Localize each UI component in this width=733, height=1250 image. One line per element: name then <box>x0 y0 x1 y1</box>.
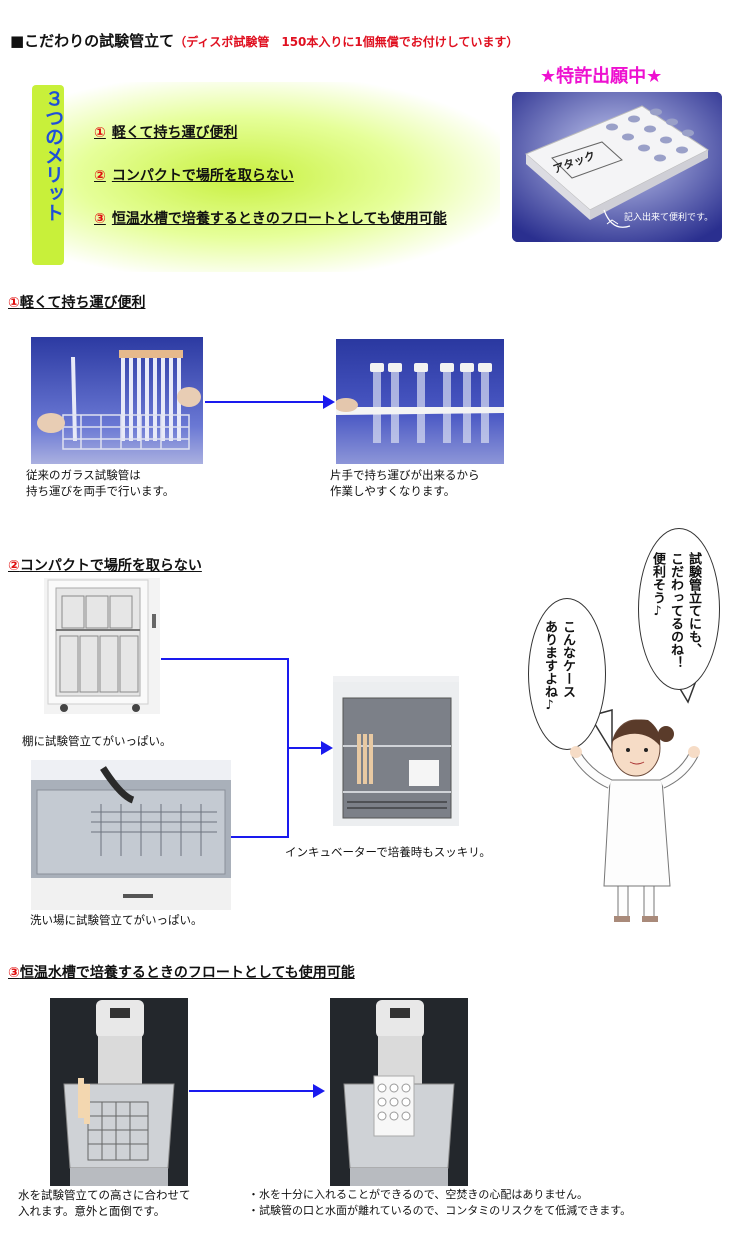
incubator-connector-h <box>287 747 325 749</box>
caption-line: 持ち運びを両手で行います。 <box>26 484 175 498</box>
shelf-cabinet-illustration <box>47 579 156 712</box>
section2-text: コンパクトで場所を取らない <box>19 558 202 574</box>
sink-connector-h <box>231 836 289 838</box>
caption-line: 作業しやすくなります。 <box>330 484 456 498</box>
shelf-connector-h <box>161 658 289 660</box>
merit-text: 軽くて持ち運び便利 <box>111 125 238 141</box>
section1-right-caption: 片手で持ち運びが出来るから 作業しやすくなります。 <box>330 467 480 499</box>
merit-item-1: ① 軽くて持ち運び便利 <box>94 122 237 142</box>
merit-text: 恒温水槽で培養するときのフロートとしても使用可能 <box>111 211 447 227</box>
section1-title: ①軽くて持ち運び便利 <box>8 292 145 312</box>
water-bath-photo-after <box>330 998 468 1186</box>
water-bath-after-illustration <box>343 1000 455 1186</box>
page-header: ■こだわりの試験管立て（ディスポ試験管 150本入りに1個無償でお付けしています… <box>10 30 518 51</box>
section3-right-caption: ・水を十分に入れることができるので、空焚きの心配はありません。 ・試験管の口と水… <box>248 1187 631 1219</box>
water-bath-before-illustration <box>63 1000 175 1186</box>
merits-vertical-label: ３つのメリット <box>42 89 64 222</box>
section1-arrow-line <box>205 401 329 403</box>
product-photo: アタック 記入出来て便利です。 <box>512 92 722 242</box>
caption-line: ・水を十分に入れることができるので、空焚きの心配はありません。 <box>248 1188 589 1201</box>
glass-tube-photo <box>31 337 203 464</box>
section2-title: ②コンパクトで場所を取らない <box>8 555 202 575</box>
header-title: ■こだわりの試験管立て <box>10 32 175 50</box>
caption-line: 入れます。意外と面倒です。 <box>18 1204 166 1218</box>
merit-item-3: ③ 恒温水槽で培養するときのフロートとしても使用可能 <box>94 208 447 228</box>
bubble-left-text: こんなケース ありますよね♪ <box>542 620 575 713</box>
caption-line: 片手で持ち運びが出来るから <box>330 468 480 482</box>
merit-text: コンパクトで場所を取らない <box>111 168 294 184</box>
rack-illustration <box>512 92 722 242</box>
incubator-photo <box>333 676 459 826</box>
merits-background <box>30 82 500 272</box>
section3-left-caption: 水を試験管立ての高さに合わせて 入れます。意外と面倒です。 <box>18 1187 191 1219</box>
section3-title: ③恒温水槽で培養するときのフロートとしても使用可能 <box>8 962 355 982</box>
incubator-illustration <box>333 682 459 826</box>
sink-caption: 洗い場に試験管立てがいっぱい。 <box>30 913 203 927</box>
section1-left-caption: 従来のガラス試験管は 持ち運びを両手で行います。 <box>26 467 174 499</box>
section3-num: ③ <box>8 965 20 981</box>
shelf-caption: 棚に試験管立てがいっぱい。 <box>22 734 172 748</box>
caption-line: ・試験管の口と水面が離れているので、コンタミのリスクをて低減できます。 <box>248 1204 632 1217</box>
sink-photo <box>31 760 231 910</box>
sink-illustration <box>31 760 231 910</box>
section2-num: ② <box>8 558 20 574</box>
product-note: 記入出来て便利です。 <box>624 213 714 223</box>
section1-arrow-head-icon <box>323 395 335 409</box>
section1-text: 軽くて持ち運び便利 <box>19 295 146 311</box>
merit-num: ③ <box>94 211 106 227</box>
patent-badge: ★特許出願中★ <box>540 66 663 87</box>
caption-line: 水を試験管立ての高さに合わせて <box>18 1188 191 1202</box>
merit-num: ① <box>94 125 106 141</box>
section2-arrow-head-icon <box>321 741 333 755</box>
merits-label-box <box>32 85 64 265</box>
scientist-character-illustration <box>570 719 700 922</box>
section3-text: 恒温水槽で培養するときのフロートとしても使用可能 <box>19 965 355 981</box>
merit-item-2: ② コンパクトで場所を取らない <box>94 165 294 185</box>
disposable-tube-photo <box>336 339 504 464</box>
speech-bubble-left <box>528 598 606 750</box>
header-subtitle: （ディスポ試験管 150本入りに1個無償でお付けしています） <box>174 35 519 49</box>
shelf-photo <box>44 578 160 714</box>
merit-num: ② <box>94 168 106 184</box>
disposable-tube-rack-illustration <box>336 363 504 443</box>
glass-tube-rack-illustration <box>37 350 201 450</box>
bubble-right-text: 試験管立てにも、 こだわってるのね！ 便利そう♪ <box>650 552 701 669</box>
water-bath-photo-before <box>50 998 188 1186</box>
caption-line: 従来のガラス試験管は <box>26 468 141 482</box>
incubator-caption: インキュベーターで培養時もスッキリ。 <box>285 845 491 859</box>
section3-arrow-head-icon <box>313 1084 325 1098</box>
section1-num: ① <box>8 295 20 311</box>
speech-bubble-right <box>638 528 720 690</box>
section3-arrow-line <box>189 1090 317 1092</box>
